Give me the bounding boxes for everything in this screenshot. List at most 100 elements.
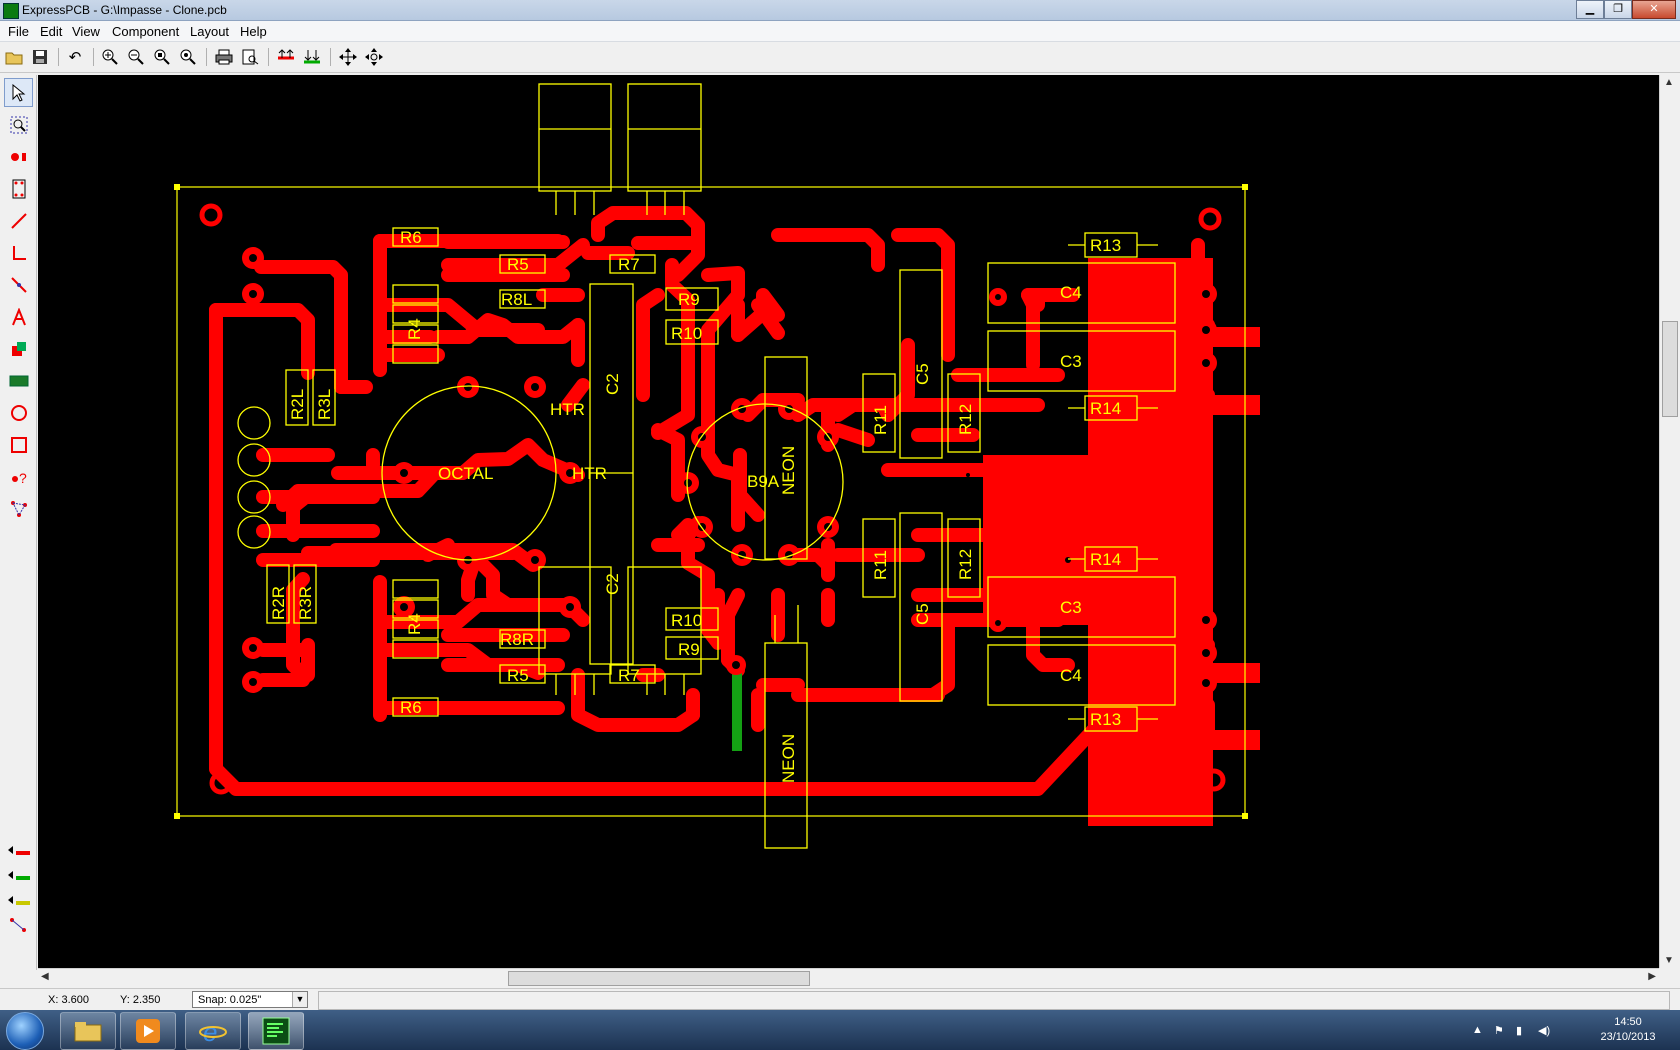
menu-component[interactable]: Component	[112, 24, 180, 39]
menu-layout[interactable]: Layout	[190, 24, 230, 39]
menu-bar: File Edit View Component Layout Help	[0, 21, 1680, 42]
top-copper-layer-icon[interactable]	[4, 835, 33, 864]
label-r13b: R13	[1090, 710, 1121, 729]
horizontal-scrollbar[interactable]: ◀ ▶	[38, 968, 1659, 986]
label-r10a: R10	[671, 324, 702, 343]
scroll-down-icon[interactable]: ▼	[1664, 955, 1674, 966]
label-r7b: R7	[618, 666, 640, 685]
label-c2a: C2	[603, 373, 622, 395]
scroll-right-icon[interactable]: ▶	[1648, 971, 1656, 982]
fill-tool-icon[interactable]	[4, 334, 33, 363]
label-r8r: R8R	[500, 630, 534, 649]
cursor-y-readout: Y: 2.350	[120, 994, 161, 1006]
pad-holes	[249, 242, 1210, 723]
label-r11a: R11	[871, 405, 890, 435]
menu-edit[interactable]: Edit	[40, 24, 63, 39]
close-button[interactable]: ✕	[1632, 0, 1676, 19]
label-r6a: R6	[400, 228, 422, 247]
move-icon[interactable]	[362, 45, 386, 69]
label-c2b: C2	[603, 573, 622, 595]
scroll-left-icon[interactable]: ◀	[41, 971, 49, 982]
restore-button[interactable]: ❐	[1604, 0, 1632, 19]
vertical-scrollbar[interactable]: ▲ ▼	[1659, 75, 1678, 968]
undo-icon[interactable]: ↶	[68, 49, 82, 66]
circle-tool-icon[interactable]	[4, 398, 33, 427]
zoom-window-icon[interactable]	[176, 45, 200, 69]
minimize-button[interactable]: ▁	[1576, 0, 1604, 19]
label-c4a: C4	[1060, 283, 1082, 302]
rectangle-tool-icon[interactable]	[4, 430, 33, 459]
select-tool-icon[interactable]	[4, 78, 33, 107]
zoom-in-icon[interactable]	[98, 45, 122, 69]
trace-tool-icon[interactable]	[4, 206, 33, 235]
label-c3b: C3	[1060, 598, 1082, 617]
show-hidden-icons-icon[interactable]: ▲	[1472, 1024, 1483, 1036]
layer-top-icon[interactable]	[274, 45, 298, 69]
start-button[interactable]	[6, 1012, 44, 1050]
silk-labels: R6 R5 R7 R8L R9 R10 R4 R2L R3L C2 HTR HT…	[269, 228, 1121, 783]
window-controls: ▁ ❐ ✕	[1576, 0, 1676, 19]
corner-tool-icon[interactable]	[4, 238, 33, 267]
label-neon1: NEON	[779, 446, 798, 495]
label-r11b: R11	[871, 550, 890, 580]
label-r7a: R7	[618, 255, 640, 274]
window-title: ExpressPCB - G:\Impasse - Clone.pcb	[22, 3, 227, 17]
text-tool-icon[interactable]	[4, 302, 33, 331]
rats-nest-icon[interactable]	[4, 910, 33, 939]
toolbar: ↶	[0, 42, 1680, 73]
pad-tool-icon[interactable]	[4, 142, 33, 171]
layer-bottom-icon[interactable]	[300, 45, 324, 69]
network-signal-icon[interactable]: ▮	[1516, 1025, 1523, 1037]
pan-icon[interactable]	[336, 45, 360, 69]
label-r4b: R4	[405, 613, 424, 635]
netlist-tool-icon[interactable]	[4, 494, 33, 523]
vertical-scroll-thumb[interactable]	[1662, 321, 1678, 417]
open-icon[interactable]	[2, 45, 26, 69]
file-explorer-icon[interactable]	[60, 1012, 116, 1050]
zoom-out-icon[interactable]	[124, 45, 148, 69]
media-player-icon[interactable]	[120, 1012, 176, 1050]
ground-plane-icon[interactable]	[4, 366, 33, 395]
query-tool-icon[interactable]: ?	[4, 462, 33, 491]
label-r2r: R2R	[269, 586, 288, 620]
zoom-box-tool-icon[interactable]	[4, 110, 33, 139]
print-icon[interactable]	[212, 45, 236, 69]
pcb-canvas[interactable]: R6 R5 R7 R8L R9 R10 R4 R2L R3L C2 HTR HT…	[38, 75, 1659, 968]
bottom-copper-layer-icon[interactable]	[4, 860, 33, 889]
label-r14b: R14	[1090, 550, 1121, 569]
volume-icon[interactable]: ◀)	[1538, 1025, 1551, 1037]
line-tool-icon[interactable]	[4, 270, 33, 299]
menu-file[interactable]: File	[8, 24, 29, 39]
action-center-flag-icon[interactable]: ⚑	[1494, 1025, 1504, 1037]
menu-help[interactable]: Help	[240, 24, 267, 39]
zoom-fit-icon[interactable]	[150, 45, 174, 69]
expresspcb-app-icon	[3, 3, 19, 19]
board-outline	[176, 186, 1246, 817]
save-icon[interactable]	[28, 45, 52, 69]
svg-text:?: ?	[19, 470, 27, 486]
print-preview-icon[interactable]	[238, 45, 262, 69]
windows-taskbar: e ▲ ⚑ ▮ ◀) 14:50 23/10/2013	[0, 1010, 1680, 1050]
component-tool-icon[interactable]	[4, 174, 33, 203]
silk-layer-icon[interactable]	[4, 885, 33, 914]
clock-date[interactable]: 23/10/2013	[1600, 1031, 1656, 1043]
chevron-down-icon[interactable]: ▼	[292, 992, 307, 1007]
label-r9b: R9	[678, 640, 700, 659]
label-c5a: C5	[913, 363, 932, 385]
label-r14a: R14	[1090, 399, 1121, 418]
label-c3a: C3	[1060, 352, 1082, 371]
scroll-up-icon[interactable]: ▲	[1664, 77, 1674, 88]
pcb-layout[interactable]: R6 R5 R7 R8L R9 R10 R4 R2L R3L C2 HTR HT…	[38, 75, 1659, 968]
label-htr2: HTR	[572, 464, 607, 483]
clock-time[interactable]: 14:50	[1614, 1016, 1642, 1028]
horizontal-scroll-thumb[interactable]	[508, 971, 810, 986]
internet-explorer-icon[interactable]: e	[185, 1012, 241, 1050]
snap-select[interactable]: Snap: 0.025" ▼	[192, 991, 308, 1008]
menu-view[interactable]: View	[72, 24, 100, 39]
label-r3r: R3R	[296, 586, 315, 620]
label-r10b: R10	[671, 611, 702, 630]
expresspcb-icon[interactable]	[248, 1012, 304, 1050]
status-message-panel	[318, 991, 1670, 1010]
label-c5b: C5	[913, 603, 932, 625]
mounting-holes	[199, 203, 1226, 795]
